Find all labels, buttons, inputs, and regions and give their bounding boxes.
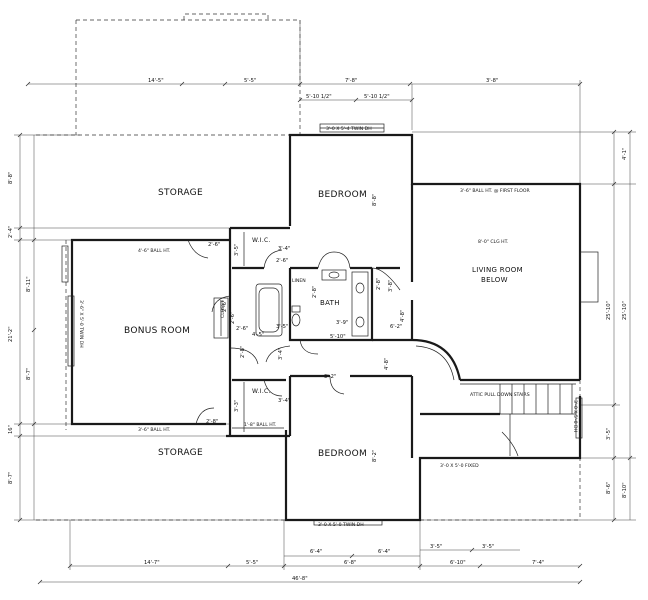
dim-left-1: 8'-8" (8, 172, 14, 184)
dim-door-7: 2'-8" (312, 286, 318, 298)
dim-living-v: 4'-8" (400, 310, 406, 322)
dim-bottom-9: 7'-4" (532, 560, 544, 566)
room-storage-bottom: STORAGE (158, 448, 203, 458)
room-linen: LINEN (292, 278, 306, 284)
note-knee-wall-top: 4'-6" BALL HT. (138, 248, 170, 254)
window-right-lower (575, 397, 583, 439)
room-closet: CLOSET (220, 300, 226, 318)
dim-left-5: 8'-7" (26, 368, 32, 380)
dim-bottom-2: 5'-5" (246, 560, 258, 566)
dim-bottom-5: 6'-4" (378, 549, 390, 555)
dim-left-6: 16" (8, 425, 14, 434)
wic-top-walls (232, 232, 264, 270)
dim-right-5: 3'-5" (606, 428, 612, 440)
dim-living-3: 3'-8" (388, 280, 394, 292)
dim-top-3: 7'-8" (345, 78, 357, 84)
dim-door-2: 2'-8" (206, 419, 218, 425)
dim-door-1: 2'-6" (208, 242, 220, 248)
room-bedroom-bottom: BEDROOM (318, 449, 367, 459)
exterior-walls (70, 133, 582, 522)
dim-wic-1: 3'-5" (234, 244, 240, 256)
dim-bath-3: 3'-5" (276, 324, 288, 330)
window-left-upper (61, 245, 69, 283)
toilet (291, 305, 301, 327)
door-swings (187, 239, 519, 457)
living-curved-wall (411, 338, 580, 385)
bathtub (255, 283, 283, 337)
window-top (319, 123, 385, 133)
note-wall-ht-first: 3'-6" BALL HT. @ FIRST FLOOR (460, 188, 531, 194)
dim-bath-4: 4'-5" (252, 332, 264, 338)
dim-left-3: 8'-11" (26, 276, 32, 292)
dim-right-6: 8'-10" (622, 482, 628, 498)
room-bedroom-top: BEDROOM (318, 190, 367, 200)
note-window-right: 3'-0 X 5'-0 DH (572, 400, 578, 432)
dim-bottom-6: 3'-5" (430, 544, 442, 550)
dim-bed-bot-v: 8'-2" (372, 450, 378, 462)
note-knee-wall-left: 3'-6" X 5'-0 TWIN DH (78, 300, 84, 348)
bath-sink-left (321, 269, 347, 281)
dim-door-5: 2'-6" (222, 300, 228, 312)
dim-hall-1: 3'-4" (278, 348, 284, 360)
dim-wic-3: 3'-3" (234, 400, 240, 412)
note-stair: ATTIC PULL DOWN STAIRS (470, 392, 530, 398)
dim-right-1: 4'-1" (622, 148, 628, 160)
top-dimension-lines (25, 20, 583, 184)
room-wic-bottom: W.I.C. (252, 388, 271, 395)
room-living-line1: LIVING ROOM (472, 266, 523, 274)
window-bottom (313, 519, 383, 526)
dim-right-2: 25'-10" (606, 301, 612, 320)
dim-living-h: 6'-2" (390, 324, 402, 330)
dim-bottom-total: 46'-8" (292, 576, 308, 582)
bottom-dimension-lines (37, 520, 583, 585)
room-storage-top: STORAGE (158, 188, 203, 198)
dim-bottom-4: 6'-4" (310, 549, 322, 555)
note-window-top: 3'-0 X 5'-4 TWIN DH (326, 126, 372, 132)
window-right-upper (579, 251, 599, 303)
dim-wic-4: 3'-4" (278, 398, 290, 404)
dim-right-3: 25'-10" (622, 301, 628, 320)
dim-bottom-8: 6'-10" (450, 560, 466, 566)
dim-door-6: 2'-8" (376, 278, 382, 290)
dim-bed-top-v: 8'-8" (372, 194, 378, 206)
dim-hall-v: 4'-8" (384, 358, 390, 370)
storage-outline-top (75, 13, 301, 135)
note-fixed-window: 3'-0 X 5'-0 FIXED (440, 463, 479, 469)
room-wic-top: W.I.C. (252, 237, 271, 244)
room-bonus: BONUS ROOM (124, 326, 190, 336)
dim-door-4: 2'-8" (240, 346, 246, 358)
window-left (67, 295, 75, 367)
stairs (420, 384, 576, 456)
note-dim-wic-bottom: 1'-8" BALL HT. (244, 422, 276, 428)
note-window-bottom: 3'-0 X 5'-0 TWIN DH (318, 522, 364, 528)
dim-door-3: 2'-6" (276, 258, 288, 264)
dim-bottom-3: 6'-8" (344, 560, 356, 566)
dim-top-4: 3'-8" (486, 78, 498, 84)
dim-top-1: 14'-5" (148, 78, 164, 84)
dim-bottom-7: 3'-5" (482, 544, 494, 550)
dim-top-5: 5'-10 1/2" (306, 94, 332, 100)
dim-top-6: 5'-10 1/2" (364, 94, 390, 100)
closet-shelf (213, 297, 229, 339)
dim-left-2: 2'-4" (8, 226, 14, 238)
dim-hall-2: 3'-2" (324, 374, 336, 380)
dim-left-4: 21'-2" (8, 326, 14, 342)
dim-right-4: 8'-6" (606, 482, 612, 494)
dim-closet-1: 2'-6" (230, 312, 236, 324)
wic-bottom-walls (232, 378, 286, 432)
note-knee-wall-bottom: 3'-6" BALL HT. (138, 427, 170, 433)
dim-wic-2: 3'-4" (278, 246, 290, 252)
dim-bath-2: 5'-10" (330, 334, 346, 340)
vanity-sinks (351, 271, 369, 337)
room-living-line2: BELOW (481, 276, 508, 284)
note-clg-ht: 8'-0" CLG HT. (478, 239, 508, 245)
dim-left-7: 8'-7" (8, 472, 14, 484)
dim-bath-1: 3'-9" (336, 320, 348, 326)
dim-top-2: 5'-5" (244, 78, 256, 84)
dim-bottom-1: 14'-7" (144, 560, 160, 566)
dim-closet-2: 2'-6" (236, 326, 248, 332)
room-bath: BATH (320, 299, 340, 307)
